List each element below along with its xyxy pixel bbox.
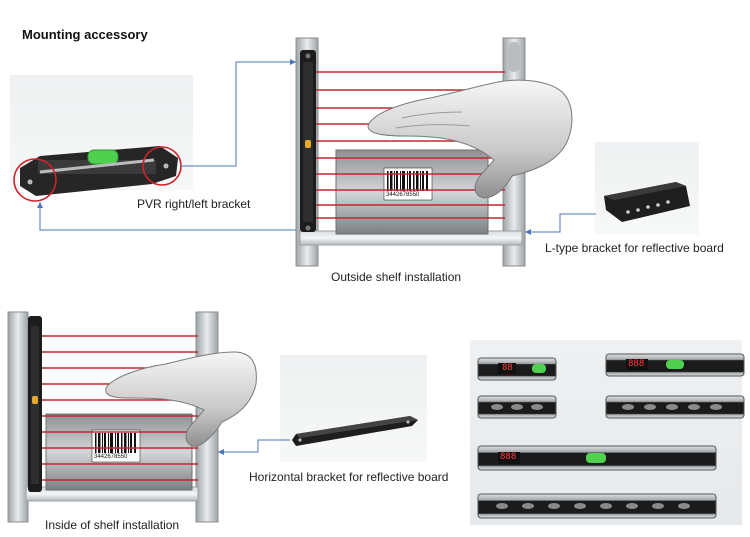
pvr-bracket-icon: [13, 146, 182, 202]
sensor-short-plain: [477, 395, 557, 419]
sensor-family: [477, 353, 745, 519]
light-curtain-icon: [300, 50, 316, 232]
reflector-cap: [508, 42, 520, 72]
barcode-number-bottom: 3442678550: [94, 454, 128, 460]
hand-icon: [367, 79, 573, 199]
beam-lines-bottom: [40, 335, 198, 481]
outside-shelf-scene: [295, 37, 573, 267]
shelf-post-left-inner: [7, 311, 29, 523]
leader-line-bottom: [218, 439, 290, 455]
l-bracket-label: L-type bracket for reflective board: [545, 241, 724, 255]
hand-icon-inner: [105, 351, 257, 447]
pvr-bracket-label: PVR right/left bracket: [137, 197, 251, 211]
sensor-medium-display: [605, 353, 745, 377]
display-readout-long: 888: [500, 452, 517, 462]
display-readout-short: 88: [502, 363, 513, 373]
sensor-short-display: [477, 357, 557, 381]
page-title: Mounting accessory: [22, 27, 148, 42]
inside-install-label: Inside of shelf installation: [45, 518, 180, 532]
leader-lines-top: [39, 61, 596, 233]
outside-install-label: Outside shelf installation: [331, 270, 462, 284]
l-bracket-icon: [604, 182, 690, 222]
horizontal-bracket-label: Horizontal bracket for reflective board: [249, 470, 449, 484]
light-curtain-icon-inner: [28, 316, 42, 492]
sensor-long-display: [477, 445, 717, 471]
sensor-long-plain: [477, 493, 717, 519]
display-readout-medium: 888: [628, 359, 645, 369]
callout-circle-left: [13, 158, 57, 202]
leader-arrowheads-top: [37, 59, 531, 235]
inside-shelf-scene: [7, 311, 257, 523]
sensor-medium-plain: [605, 395, 745, 419]
horizontal-bracket-icon: [292, 416, 418, 446]
barcode-number-top: 3442678550: [386, 192, 420, 198]
box-icon-inner: [45, 413, 193, 491]
